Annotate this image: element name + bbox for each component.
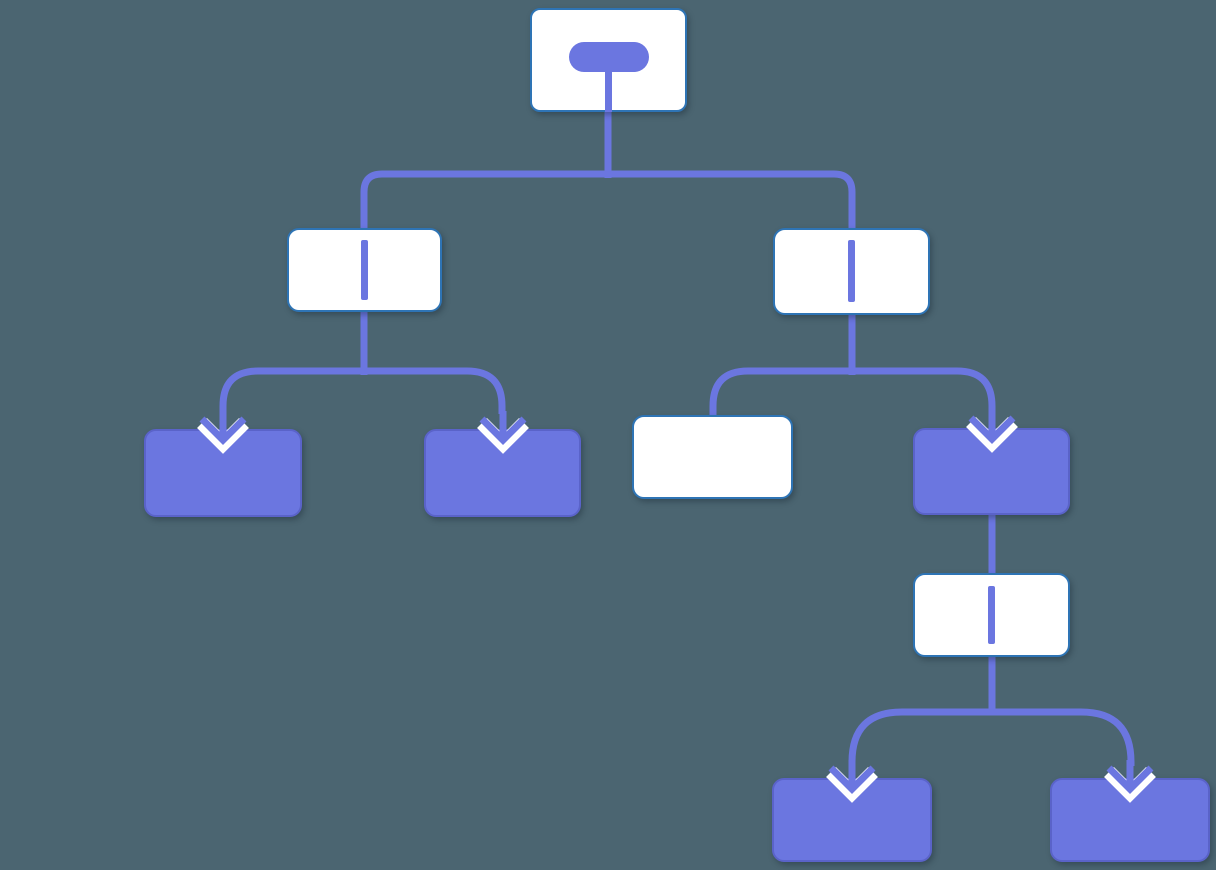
connector-right-branch-to-children (709, 313, 996, 418)
root-node (530, 8, 687, 112)
chevron-double-down-icon (965, 410, 1018, 453)
plain-node-right (632, 415, 793, 499)
target-node-left-2 (424, 411, 581, 517)
vertical-bar-icon (361, 240, 368, 300)
chevron-double-down-icon (476, 411, 529, 454)
branch-node-left (287, 228, 442, 312)
target-node-bottom-1 (772, 760, 932, 862)
passthrough-node-bottom (913, 573, 1070, 657)
vertical-bar-icon (848, 240, 855, 302)
target-node-right (913, 410, 1070, 515)
connector-passthrough-to-bottom-targets (848, 655, 1135, 766)
connector-root-to-branches (360, 108, 856, 231)
chevron-double-down-icon (826, 760, 878, 803)
connector-left-branch-to-targets (219, 310, 506, 414)
chevron-double-down-icon (1104, 760, 1156, 803)
target-node-bottom-2 (1050, 760, 1210, 862)
vertical-bar-icon (988, 586, 995, 644)
target-node-left-1 (144, 411, 302, 517)
chevron-double-down-icon (197, 411, 249, 454)
root-stem-icon (605, 66, 612, 112)
branch-node-right (773, 228, 930, 315)
